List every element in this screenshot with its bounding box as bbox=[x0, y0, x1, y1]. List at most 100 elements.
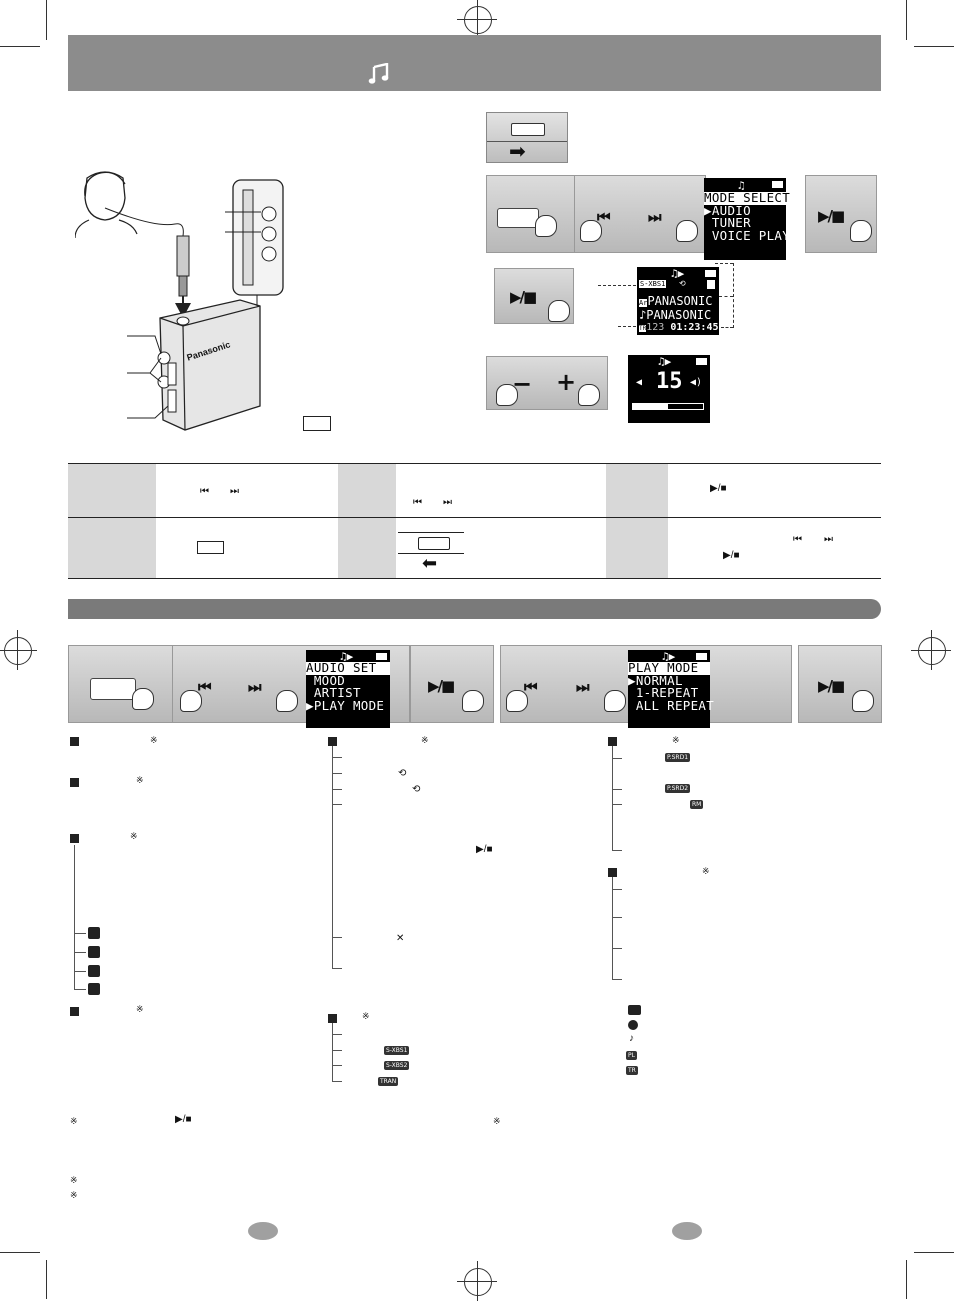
mood-icon-4 bbox=[88, 983, 100, 995]
finger-press-icon bbox=[852, 690, 874, 712]
battery-icon bbox=[705, 270, 716, 277]
finger-press-icon bbox=[506, 690, 528, 712]
table-label-cell bbox=[338, 464, 396, 578]
music-note-icon: ♪ bbox=[629, 1033, 634, 1044]
page-number-oval bbox=[672, 1222, 702, 1240]
finger-press-icon bbox=[548, 300, 570, 322]
play-stop-icon[interactable]: ▶/■ bbox=[818, 677, 845, 695]
pl-badge: PL bbox=[626, 1051, 637, 1060]
tree-branch bbox=[612, 979, 622, 980]
skip-forward-icon[interactable]: ⏭ bbox=[576, 678, 589, 696]
tree-branch bbox=[612, 948, 622, 949]
battery-icon bbox=[696, 653, 707, 660]
audio-set-screen: ♫▶ AUDIO SET MOOD ARTIST ▶PLAY MODE bbox=[306, 650, 390, 728]
skip-back-icon[interactable]: ⏮ bbox=[524, 678, 537, 696]
volume-up-icon[interactable]: + bbox=[556, 368, 576, 396]
skip-back-icon[interactable]: ⏮ bbox=[597, 208, 610, 226]
hold-switch-bar bbox=[398, 553, 464, 554]
hold-switch-panel: ➡ bbox=[486, 112, 568, 163]
step-panel-play-confirm bbox=[805, 175, 877, 253]
table-divider bbox=[68, 517, 881, 518]
bullet-square bbox=[608, 737, 617, 746]
finger-press-icon bbox=[132, 688, 154, 710]
battery-icon bbox=[696, 358, 707, 365]
audio-set-item-play-mode: ▶PLAY MODE bbox=[306, 697, 385, 713]
audio-set-item-artist: ARTIST bbox=[313, 685, 361, 700]
play-stop-icon[interactable]: ▶/■ bbox=[428, 677, 455, 695]
small-button-key bbox=[197, 541, 224, 554]
callout-line bbox=[618, 326, 636, 327]
left-arrow-icon: ⬅ bbox=[422, 553, 438, 573]
skip-forward-icon[interactable]: ⏭ bbox=[248, 678, 261, 696]
tree-branch bbox=[332, 804, 342, 805]
crop-mark bbox=[906, 0, 907, 40]
registration-mark-left bbox=[0, 630, 37, 670]
crop-mark bbox=[46, 0, 47, 40]
page-header-band bbox=[68, 35, 881, 91]
device-connection-illustration bbox=[75, 171, 284, 431]
bullet-square bbox=[70, 1007, 79, 1016]
ref-mark: ※ bbox=[70, 1175, 78, 1185]
tree-line bbox=[612, 746, 613, 850]
bullet-square bbox=[608, 868, 617, 877]
tree-branch bbox=[612, 804, 622, 805]
ref-mark: ※ bbox=[136, 1004, 144, 1014]
menu-button[interactable] bbox=[497, 208, 539, 228]
tree-branch bbox=[74, 952, 86, 953]
tree-branch bbox=[612, 758, 622, 759]
ref-mark: ※ bbox=[70, 1190, 78, 1200]
tree-branch bbox=[332, 1065, 342, 1066]
play-stop-icon: ▶/■ bbox=[710, 483, 727, 494]
crop-mark bbox=[906, 1260, 907, 1299]
tree-branch bbox=[332, 1081, 342, 1082]
mode-select-title: MODE SELECT bbox=[704, 190, 791, 205]
tree-branch bbox=[612, 789, 622, 790]
crop-mark bbox=[46, 1260, 47, 1299]
play-stop-icon: ▶/■ bbox=[175, 1114, 192, 1125]
play-mode-item-all-repeat: ALL REPEAT bbox=[635, 697, 715, 713]
repeat-all-icon: ⟲ bbox=[412, 784, 421, 795]
mood-icon-3 bbox=[88, 965, 100, 977]
skip-back-icon: ⏮ bbox=[793, 534, 802, 545]
psrd2-badge: P.SRD2 bbox=[665, 784, 691, 793]
play-stop-icon[interactable]: ▶/■ bbox=[818, 207, 845, 225]
crop-mark bbox=[0, 1252, 40, 1253]
finger-press-icon bbox=[850, 220, 872, 242]
hold-switch-slider bbox=[511, 123, 545, 136]
mode-select-item-audio: ▶AUDIO bbox=[704, 202, 751, 218]
tree-branch bbox=[332, 773, 342, 774]
tree-branch bbox=[74, 933, 86, 934]
track-time-line: TR123 01:23:45 bbox=[639, 322, 719, 333]
ref-mark: ※ bbox=[493, 1116, 501, 1126]
music-note-play-icon: ♫▶ bbox=[662, 650, 676, 663]
finger-press-icon bbox=[580, 220, 602, 242]
callout-line bbox=[598, 285, 636, 286]
ref-mark: ※ bbox=[362, 1011, 370, 1021]
skip-back-icon[interactable]: ⏮ bbox=[198, 678, 211, 696]
speaker-high-icon: ◀) bbox=[690, 377, 703, 388]
tran-badge: TRAN bbox=[378, 1077, 399, 1086]
menu-button[interactable] bbox=[90, 678, 136, 700]
mode-select-item-tuner: TUNER bbox=[711, 215, 751, 230]
play-stop-icon[interactable]: ▶/■ bbox=[510, 288, 537, 306]
skip-forward-icon[interactable]: ⏭ bbox=[648, 208, 661, 226]
hold-switch-diagram: ⬅ bbox=[398, 526, 464, 573]
finger-press-icon bbox=[276, 690, 298, 712]
music-note-icon: ♫ bbox=[738, 179, 745, 192]
repeat-icon: ⟲ bbox=[679, 279, 686, 288]
hold-switch-slider bbox=[418, 537, 450, 550]
callout-line bbox=[721, 327, 733, 328]
music-note-play-icon: ♫▶ bbox=[340, 650, 354, 663]
playlist-icon bbox=[628, 1005, 641, 1015]
play-mode-screen: ♫▶ PLAY MODE ▶NORMAL 1-REPEAT ALL REPEAT bbox=[628, 650, 715, 728]
tree-branch bbox=[612, 917, 622, 918]
bullet-square bbox=[70, 834, 79, 843]
ref-mark: ※ bbox=[421, 735, 429, 745]
battery-icon bbox=[772, 181, 783, 188]
mode-select-item-voice: VOICE PLAY bbox=[711, 227, 791, 243]
tr-badge: TR bbox=[626, 1066, 638, 1075]
tree-branch bbox=[612, 889, 622, 890]
section-title-bar bbox=[68, 599, 881, 619]
play-mode-item-1-repeat: 1-REPEAT bbox=[635, 685, 699, 700]
crop-mark bbox=[0, 46, 40, 47]
